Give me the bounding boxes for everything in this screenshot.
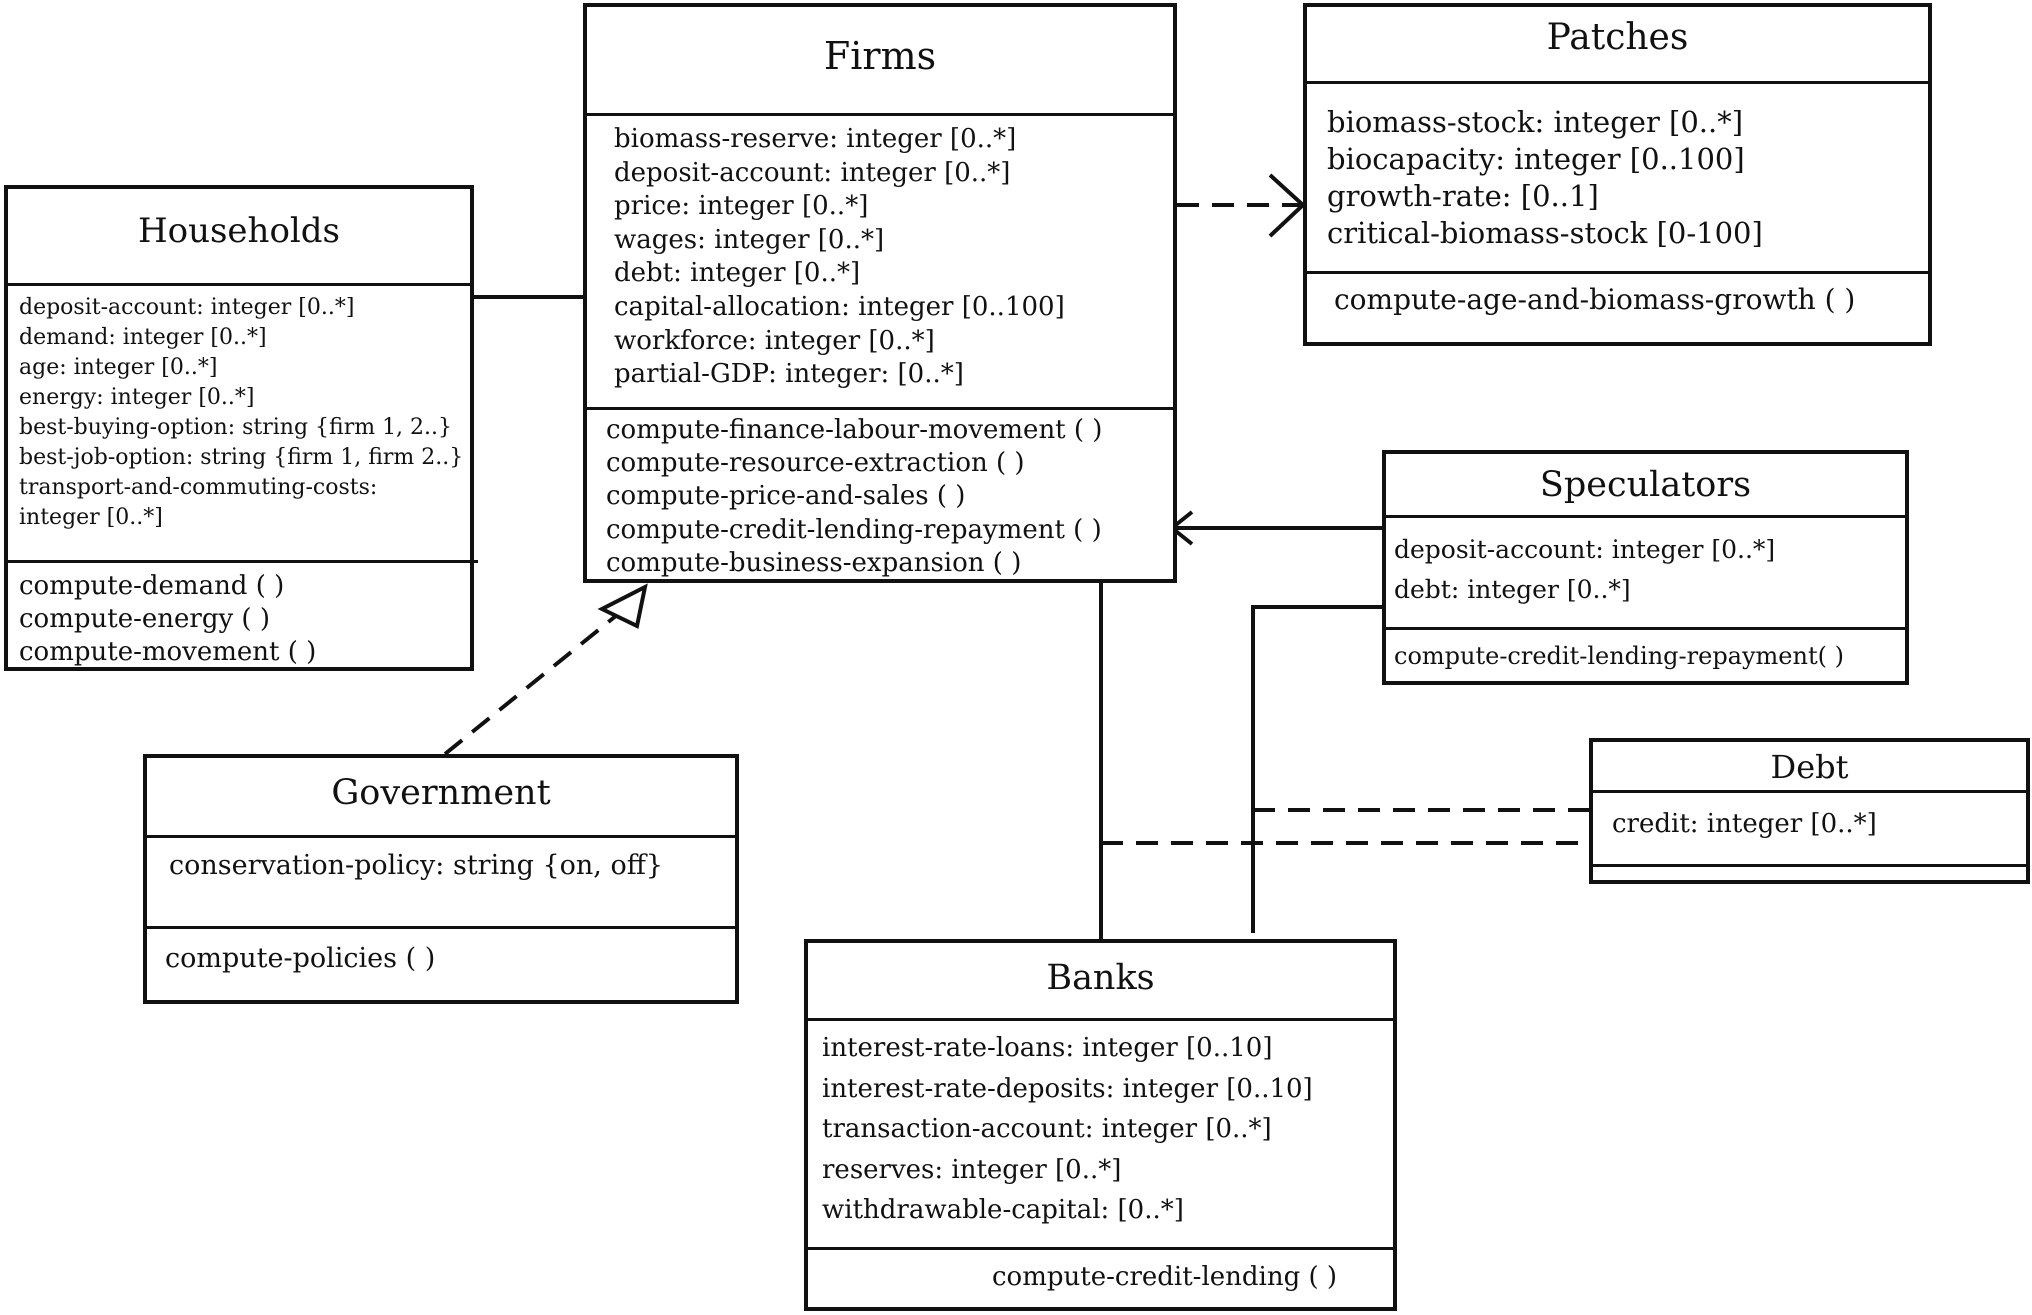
attribute-list: conservation-policy: string {on, off}	[169, 848, 663, 884]
operation-list: compute-age-and-biomass-growth ( )	[1334, 282, 1855, 318]
attribute-list: deposit-account: integer [0..*] debt: in…	[1394, 530, 1775, 610]
class-debt[interactable]: Debt credit: integer [0..*]	[1589, 738, 2030, 884]
attribute: credit: integer [0..*]	[1612, 809, 1877, 839]
class-divider	[8, 283, 470, 286]
speculators-banks-association	[1251, 605, 1382, 933]
attribute: conservation-policy: string {on, off}	[169, 850, 664, 881]
class-divider	[808, 1247, 1393, 1250]
class-divider	[1593, 790, 2026, 793]
attribute: deposit-account: integer [0..*]	[19, 295, 355, 320]
attribute: withdrawable-capital: [0..*]	[822, 1195, 1184, 1225]
attribute: critical-biomass-stock [0-100]	[1327, 216, 1763, 250]
class-divider	[8, 560, 478, 563]
attribute: debt: integer [0..*]	[614, 258, 861, 289]
operation: compute-price-and-sales ( )	[606, 481, 966, 512]
class-divider	[808, 1018, 1393, 1021]
attribute: energy: integer [0..*]	[19, 385, 255, 410]
class-divider	[1386, 515, 1905, 518]
operation: compute-credit-lending ( )	[992, 1262, 1338, 1292]
operation: compute-credit-lending-repayment ( )	[606, 514, 1102, 545]
attribute: biomass-reserve: integer [0..*]	[614, 124, 1017, 154]
attribute: transport-and-commuting-costs:	[19, 475, 378, 500]
attribute: wages: integer [0..*]	[614, 224, 885, 255]
attribute-list: credit: integer [0..*]	[1612, 808, 1877, 840]
operation-list: compute-finance-labour-movement ( ) comp…	[606, 414, 1102, 580]
attribute: debt: integer [0..*]	[1394, 575, 1631, 604]
operation: compute-finance-labour-movement ( )	[606, 415, 1103, 445]
class-divider	[1307, 271, 1928, 274]
class-divider	[587, 407, 1173, 410]
attribute: capital-allocation: integer [0..100]	[614, 291, 1065, 322]
operation: compute-resource-extraction ( )	[606, 448, 1025, 479]
class-name: Firms	[823, 34, 937, 78]
class-firms[interactable]: Firms biomass-reserve: integer [0..*] de…	[583, 3, 1177, 583]
class-divider	[587, 113, 1173, 116]
class-name: Patches	[1546, 17, 1689, 58]
attribute: biomass-stock: integer [0..*]	[1327, 105, 1744, 139]
operation: compute-policies ( )	[165, 943, 436, 974]
attribute: price: integer [0..*]	[614, 191, 869, 222]
operation: compute-demand ( )	[19, 571, 285, 601]
class-divider	[147, 926, 735, 929]
class-divider	[1386, 627, 1905, 630]
class-speculators[interactable]: Speculators deposit-account: integer [0.…	[1382, 450, 1909, 685]
class-divider	[147, 835, 735, 838]
attribute: biocapacity: integer [0..100]	[1327, 142, 1745, 176]
attribute: interest-rate-deposits: integer [0..10]	[822, 1073, 1313, 1104]
attribute: age: integer [0..*]	[19, 355, 218, 380]
attribute-list: interest-rate-loans: integer [0..10] int…	[822, 1028, 1313, 1231]
attribute: reserves: integer [0..*]	[822, 1154, 1122, 1185]
operation: compute-energy ( )	[19, 604, 270, 634]
class-divider	[1593, 864, 2026, 867]
attribute-list: biomass-stock: integer [0..*] biocapacit…	[1327, 104, 1763, 252]
operation-list: compute-credit-lending-repayment( )	[1394, 640, 1844, 672]
operation: compute-credit-lending-repayment( )	[1394, 642, 1844, 670]
attribute: best-buying-option: string {firm 1, 2..}	[19, 415, 453, 440]
class-government[interactable]: Government conservation-policy: string {…	[143, 754, 739, 1004]
class-divider	[1307, 81, 1928, 84]
operation: compute-business-expansion ( )	[606, 547, 1022, 578]
class-name: Government	[331, 773, 551, 813]
attribute: best-job-option: string {firm 1, firm 2.…	[19, 445, 464, 470]
class-banks[interactable]: Banks interest-rate-loans: integer [0..1…	[804, 939, 1397, 1311]
attribute: transaction-account: integer [0..*]	[822, 1114, 1272, 1144]
attribute: deposit-account: integer [0..*]	[614, 157, 1011, 188]
attribute-list: biomass-reserve: integer [0..*] deposit-…	[614, 123, 1065, 392]
operation: compute-movement ( )	[19, 637, 317, 667]
class-patches[interactable]: Patches biomass-stock: integer [0..*] bi…	[1303, 3, 1932, 346]
attribute: partial-GDP: integer: [0..*]	[614, 359, 964, 390]
attribute-list: deposit-account: integer [0..*] demand: …	[19, 293, 463, 533]
class-name: Speculators	[1539, 465, 1752, 505]
operation-list: compute-demand ( ) compute-energy ( ) co…	[19, 570, 316, 669]
class-name: Households	[137, 211, 341, 251]
attribute: interest-rate-loans: integer [0..10]	[822, 1033, 1273, 1063]
attribute: integer [0..*]	[19, 505, 163, 530]
attribute: workforce: integer [0..*]	[614, 325, 935, 356]
class-name: Banks	[1046, 958, 1155, 998]
class-name: Debt	[1770, 748, 1849, 786]
attribute: demand: integer [0..*]	[19, 325, 267, 350]
attribute: growth-rate: [0..1]	[1327, 179, 1599, 213]
operation-list: compute-credit-lending ( )	[992, 1257, 1337, 1297]
operation: compute-age-and-biomass-growth ( )	[1334, 283, 1856, 316]
realization-triangle-head	[597, 583, 648, 629]
class-households[interactable]: Households deposit-account: integer [0..…	[4, 185, 478, 671]
attribute: deposit-account: integer [0..*]	[1394, 535, 1776, 564]
operation-list: compute-policies ( )	[165, 941, 435, 977]
government-firms-realization	[443, 613, 619, 756]
